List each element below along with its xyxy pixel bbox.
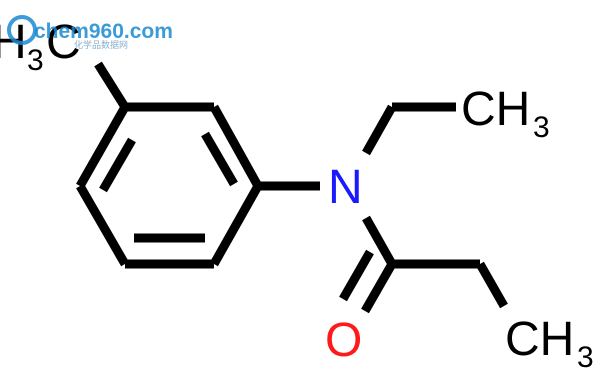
propanoyl-ch-text: CH — [505, 313, 574, 366]
watermark-ring-icon — [7, 15, 37, 45]
ring-inner-bond — [201, 131, 238, 187]
nitrogen-ethyl-bond — [362, 104, 396, 156]
ethyl-ch-text: CH — [461, 83, 530, 136]
ring-bond — [210, 183, 262, 267]
nitrogen-carbonyl-bond — [362, 215, 396, 267]
methyl-subscript: 3 — [27, 44, 44, 77]
propanoyl-methyl-bond — [476, 261, 508, 309]
methyl-bond — [94, 61, 129, 110]
methyl-label: H 3 C — [0, 16, 81, 77]
watermark-brand: chem960.com — [34, 20, 173, 43]
ring-inner-bond — [99, 137, 136, 193]
carbonyl-bond — [339, 249, 374, 302]
ring-bond — [76, 183, 129, 267]
ring-bond — [210, 104, 262, 189]
nitrogen-atom: N — [328, 161, 363, 214]
ethyl-subscript: 3 — [533, 111, 550, 144]
ethyl-ch3-label: CH 3 — [461, 83, 550, 144]
propanoyl-subscript: 3 — [577, 341, 594, 374]
carbonyl-bond — [361, 261, 396, 314]
ring-bond — [76, 104, 129, 189]
watermark-tagline: 化学品数据网 — [74, 39, 128, 50]
oxygen-atom: O — [325, 314, 362, 367]
propanoyl-ch3-label: CH 3 — [505, 313, 594, 374]
bond-lines — [76, 61, 508, 314]
watermark-logo: chem960.com 化学品数据网 — [7, 15, 173, 50]
methyl-c-text: C — [46, 16, 81, 69]
